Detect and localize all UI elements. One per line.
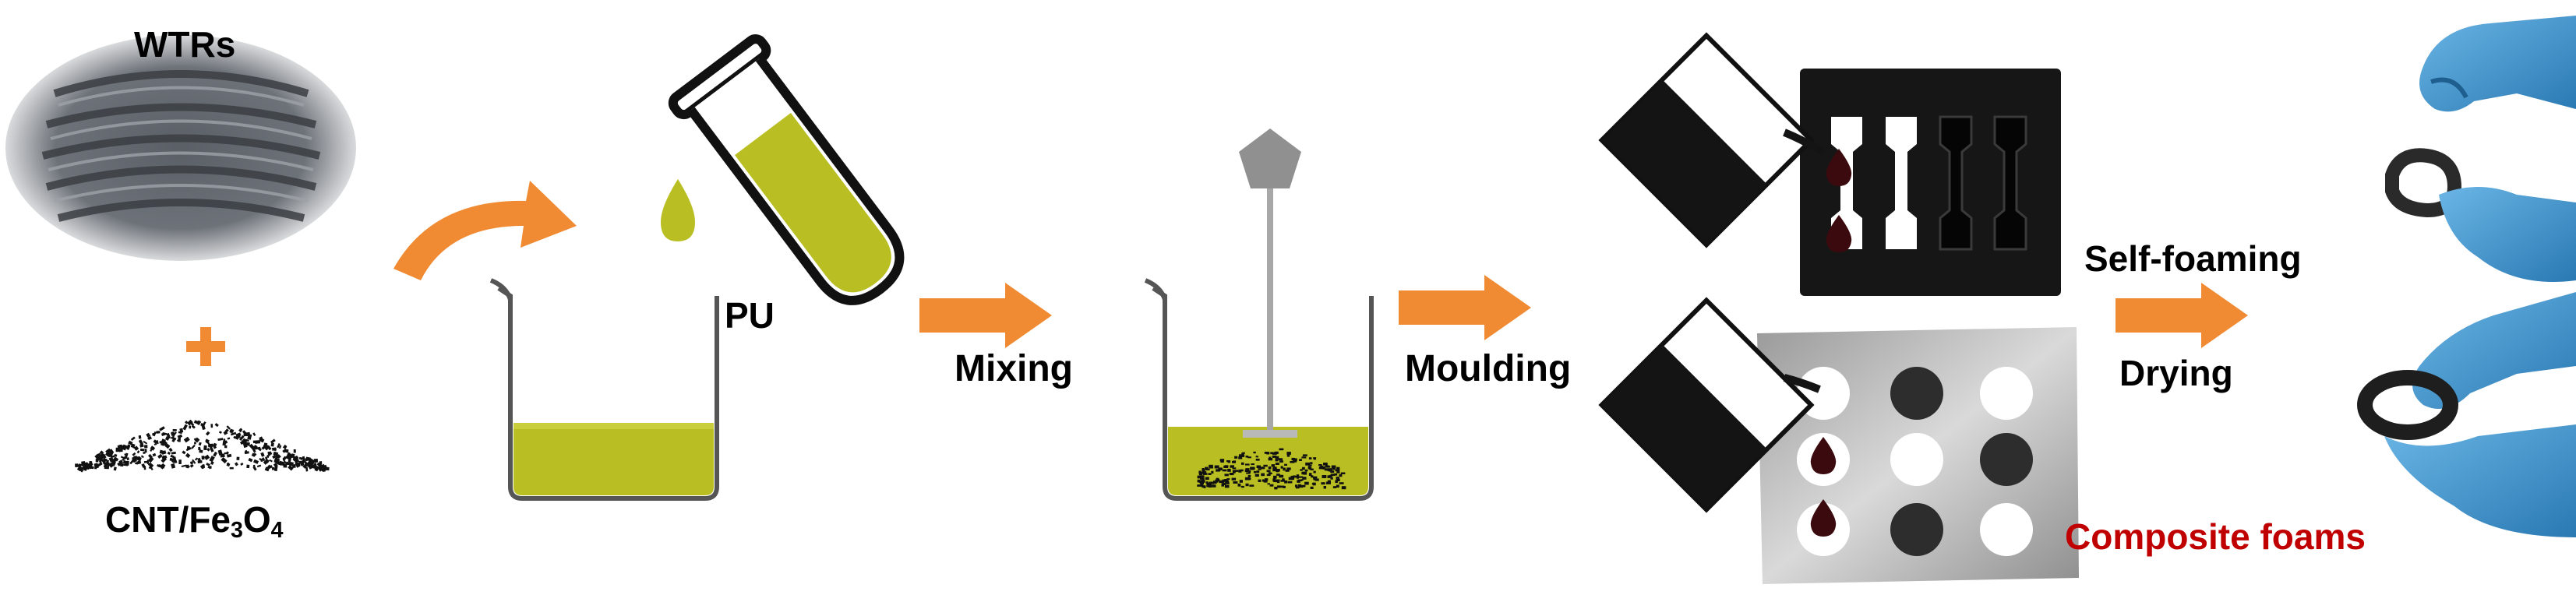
pour-stream-top: [1783, 128, 1826, 156]
tire-stack-image: [5, 35, 356, 261]
arrow-foaming: [2115, 283, 2248, 348]
dark-red-droplets: [1810, 149, 1852, 537]
particle-pile-icon: [75, 419, 330, 473]
label-composite-foams: Composite foams: [2065, 516, 2366, 557]
label-mixing: Mixing: [955, 348, 1073, 389]
pouring-beaker-bottom: [1598, 297, 1815, 513]
pouring-beaker-top: [1598, 32, 1815, 248]
label-cnt-fe3o4: CNT/Fe3O4: [105, 499, 284, 544]
test-tube-icon: [668, 34, 905, 305]
label-pu: PU: [725, 295, 775, 336]
label-wtrs: WTRs: [134, 24, 236, 65]
label-moulding: Moulding: [1405, 348, 1572, 389]
beaker-mixing: [1144, 278, 1374, 501]
gloved-hand-bottom: [2357, 292, 2576, 537]
arrow-mixing: [919, 283, 1052, 348]
gloved-hand-icon: [2385, 16, 2576, 282]
stirrer-icon: [1239, 128, 1301, 438]
label-drying: Drying: [2119, 353, 2233, 393]
curved-arrow: [393, 181, 577, 280]
plus-sign: [186, 327, 225, 366]
pu-droplet: [661, 179, 695, 241]
beaker-pu: [489, 278, 719, 501]
arrow-moulding: [1399, 275, 1531, 340]
label-self-foaming: Self-foaming: [2084, 238, 2302, 279]
mold-circles: [1757, 327, 2079, 584]
pour-stream-bottom: [1783, 374, 1821, 393]
